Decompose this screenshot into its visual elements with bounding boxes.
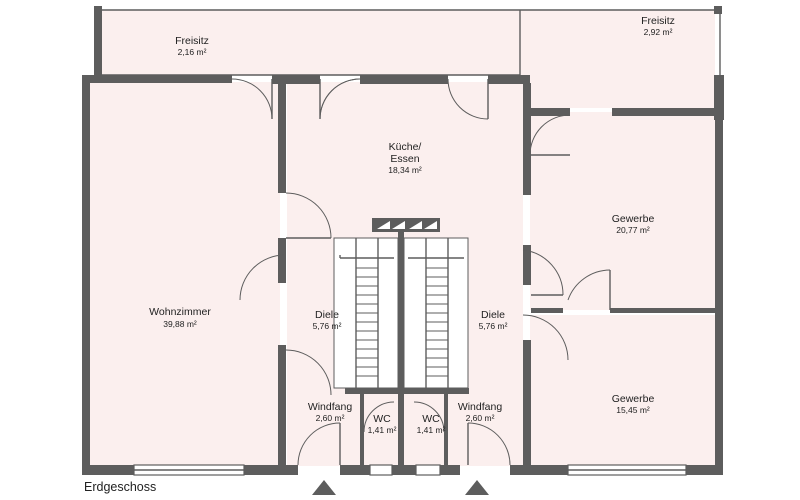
room-name-freisitz-right: Freisitz [641,15,675,27]
room-area-windfang-left: 2,60 m² [316,413,345,423]
room-name-gewerbe-top: Gewerbe [612,213,655,225]
room-labels: Freisitz 2,16 m² Freisitz 2,92 m² Küche/… [149,15,675,435]
room-name-wc-left: WC [373,413,391,425]
entrance-arrow-left [312,480,336,495]
room-area-freisitz-right: 2,92 m² [644,27,673,37]
room-area-diele-right: 5,76 m² [479,321,508,331]
room-area-wc-left: 1,41 m² [368,425,397,435]
room-name-wohnzimmer: Wohnzimmer [149,306,211,318]
walls [82,6,724,475]
staircase-left [333,237,399,389]
room-name-diele-left: Diele [315,309,339,321]
room-fills [90,10,715,466]
door-swings [231,78,611,466]
room-area-wc-right: 1,41 m² [417,425,446,435]
room-area-freisitz-left: 2,16 m² [178,47,207,57]
room-area-gewerbe-bottom: 15,45 m² [616,405,650,415]
duct-symbols [377,221,437,229]
room-name-freisitz-left: Freisitz [175,35,209,47]
room-area-gewerbe-top: 20,77 m² [616,225,650,235]
room-name-windfang-left: Windfang [308,401,353,413]
entrance-arrow-right [465,480,489,495]
room-area-kueche: 18,34 m² [388,165,422,175]
room-area-wohnzimmer: 39,88 m² [163,319,197,329]
staircase-right [403,237,469,389]
room-name-diele-right: Diele [481,309,505,321]
windows [133,464,687,476]
floor-label: Erdgeschoss [84,480,157,494]
room-name-essen: Essen [390,153,419,165]
room-area-windfang-right: 2,60 m² [466,413,495,423]
room-name-gewerbe-bottom: Gewerbe [612,393,655,405]
room-area-diele-left: 5,76 m² [313,321,342,331]
room-name-wc-right: WC [422,413,440,425]
room-name-windfang-right: Windfang [458,401,503,413]
room-name-kueche: Küche/ [389,141,422,153]
